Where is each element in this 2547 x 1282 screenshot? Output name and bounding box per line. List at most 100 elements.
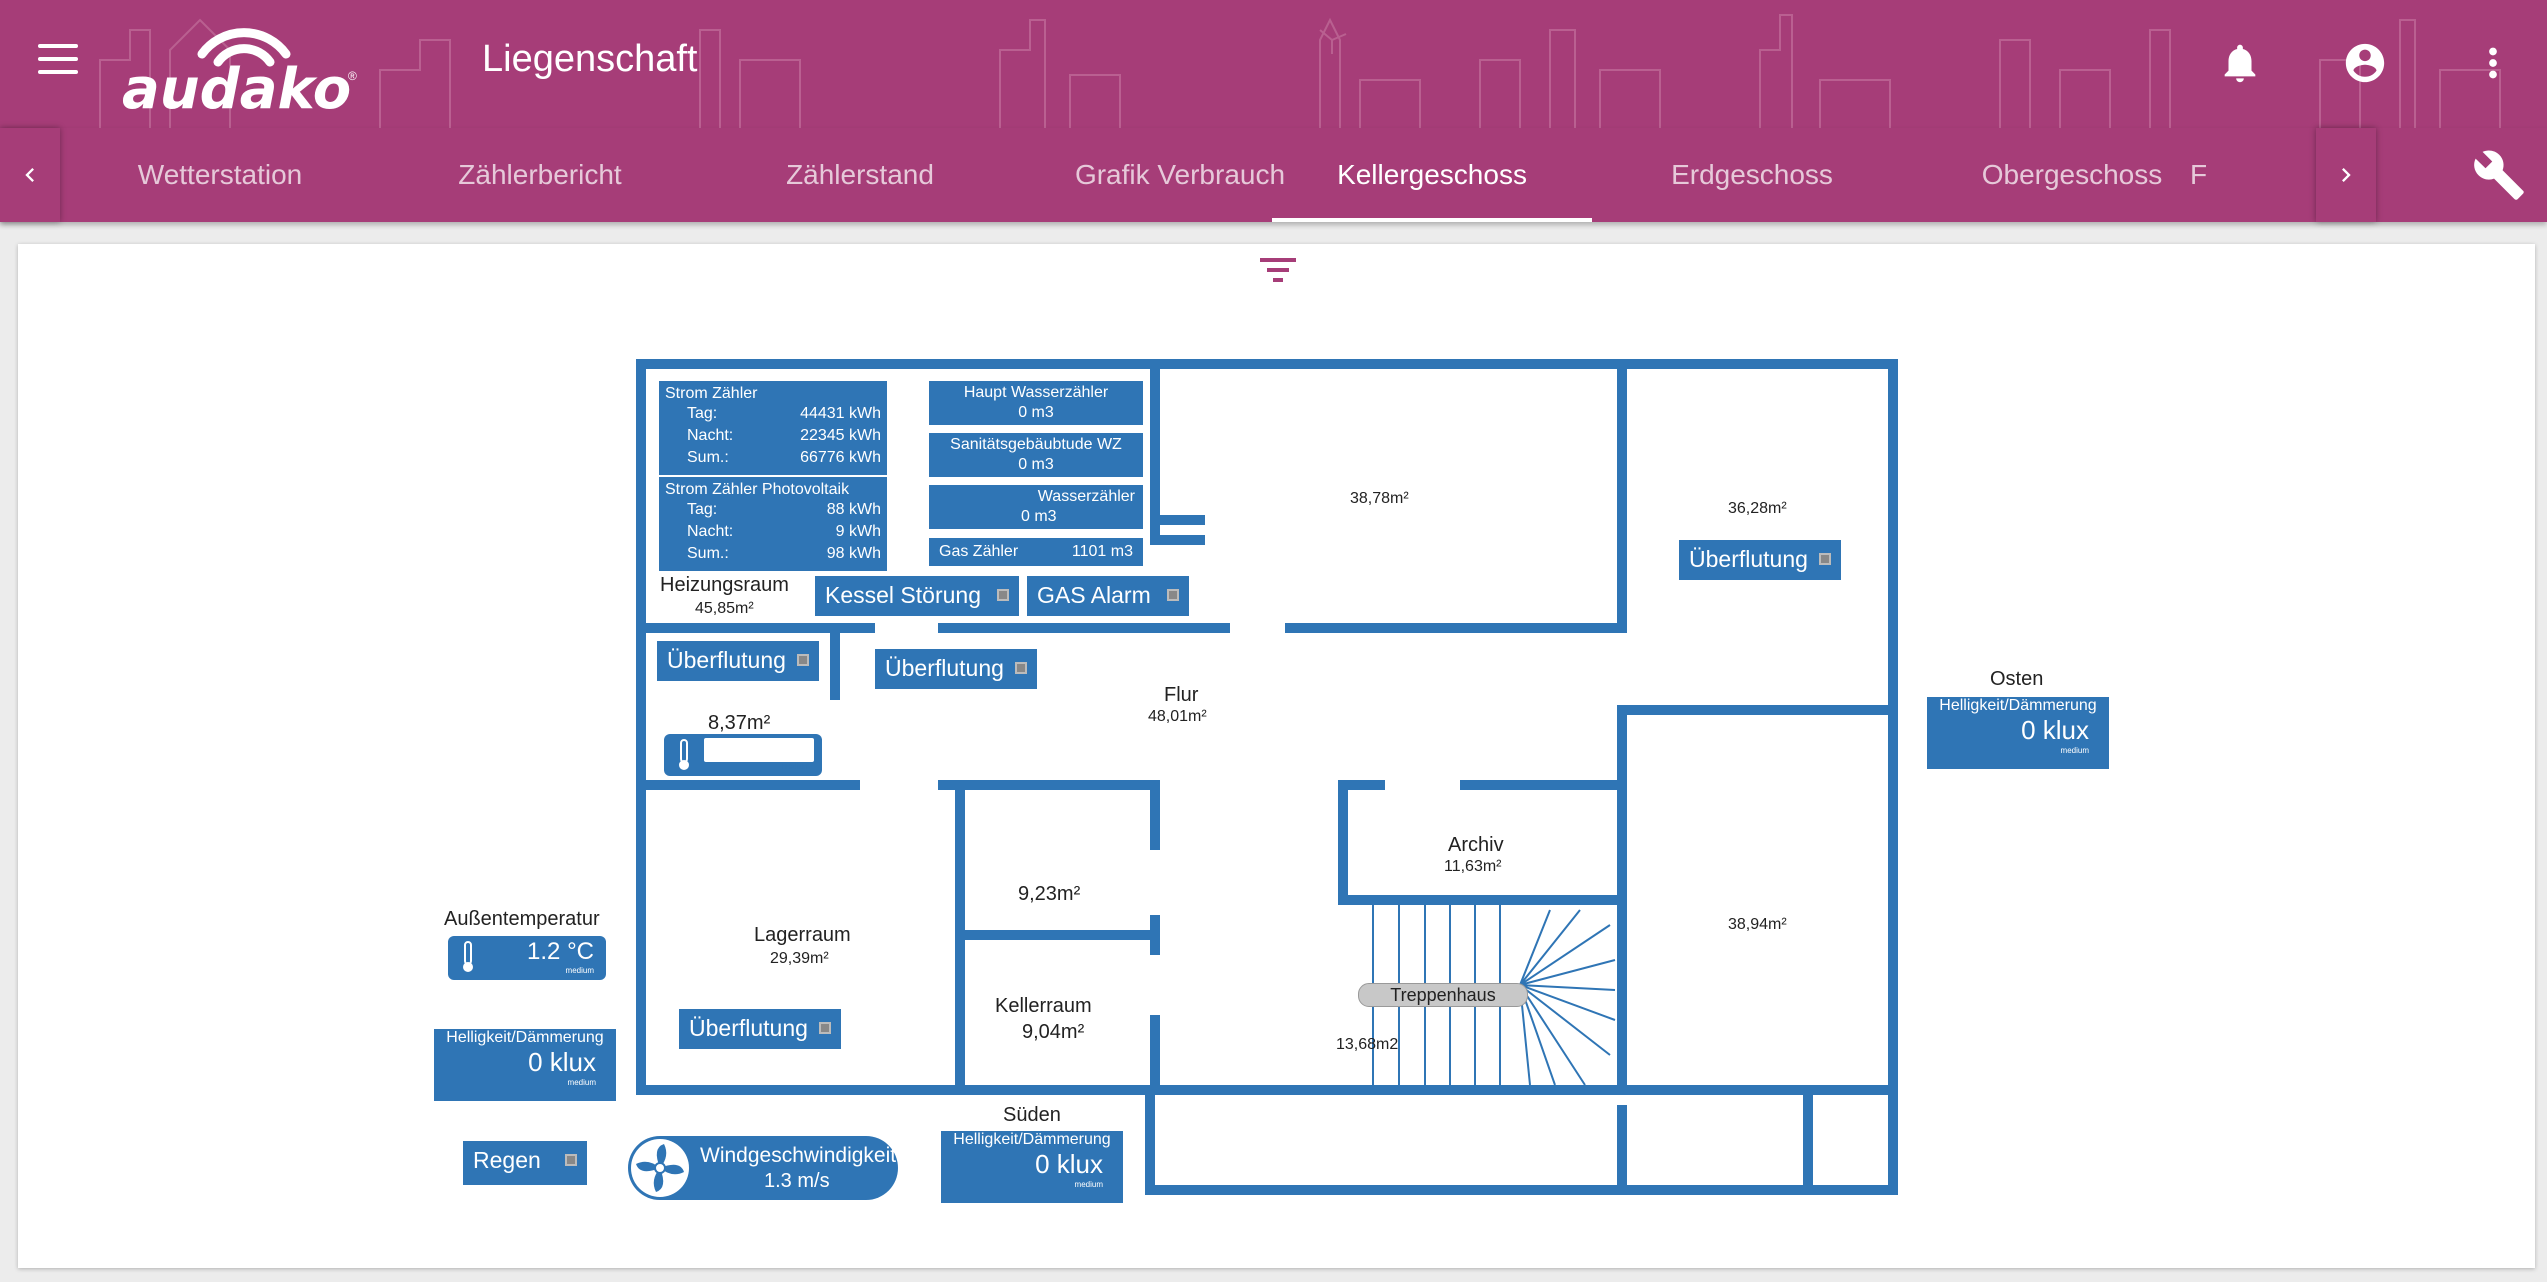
audako-logo: audako ® [122,28,357,116]
sanitaer-title: Sanitätsgebäubtude WZ [950,436,1122,453]
tab-wetterstation[interactable]: Wetterstation [137,159,303,190]
svg-text:audako: audako [122,57,351,116]
gas-alarm-label: GAS Alarm [1037,582,1151,608]
gas-alarm-button[interactable]: GAS Alarm [1026,575,1190,617]
thermometer-icon [463,941,473,972]
haupt-wasser-title: Haupt Wasserzähler [963,384,1109,401]
strom-nacht-value: 22345 kWh [800,427,881,444]
treppenhaus-label[interactable]: Treppenhaus [1358,983,1528,1007]
strom-zaehler-panel[interactable]: Strom Zähler Tag:44431 kWh Nacht:22345 k… [658,380,888,476]
room-flur-name: Flur [1164,684,1199,706]
tab-erdgeschoss[interactable]: Erdgeschoss [1671,159,1833,190]
svg-text:®: ® [348,69,357,83]
room-kellerraum-name: Kellerraum [995,995,1092,1017]
thermometer-icon [679,739,689,770]
gas-value: 1101 m3 [1071,543,1133,560]
more-vert-icon[interactable] [2470,38,2516,88]
room-archiv-name: Archiv [1448,834,1504,856]
menu-icon[interactable] [38,44,78,78]
wasserzaehler-panel[interactable]: Wasserzähler 0 m3 [928,484,1144,530]
aussen-temperatur-widget[interactable]: 1.2 °C medium [448,936,606,980]
pv-tag-value: 88 kWh [826,501,881,518]
wind-label: Windgeschwindigkeit [700,1144,897,1167]
wind-value: 1.3 m/s [764,1170,830,1192]
helligkeit-label: Helligkeit/Dämmerung [1939,697,2097,714]
pv-nacht-label: Nacht: [687,523,734,540]
pv-tag-label: Tag: [687,501,718,518]
tab-more[interactable]: F [2190,159,2208,190]
helligkeit-label: Helligkeit/Dämmerung [953,1131,1111,1148]
flood-label: Überflutung [667,647,786,673]
room-3878-area: 38,78m² [1350,490,1409,507]
helligkeit-value: 0 klux [2021,715,2089,745]
wasser-title: Wasserzähler [1037,488,1135,505]
pv-nacht-value: 9 kWh [835,523,881,540]
flood-label: Überflutung [689,1015,808,1041]
pv-title: Strom Zähler Photovoltaik [665,481,850,498]
room-archiv-area: 11,63m² [1444,858,1502,875]
gas-title: Gas Zähler [939,543,1019,560]
status-indicator-icon [997,589,1009,601]
app-header: audako ® Liegenschaft [0,0,2547,128]
flood-label: Überflutung [1689,546,1808,572]
pv-zaehler-panel[interactable]: Strom Zähler Photovoltaik Tag: 88 kWh Nac… [658,476,888,572]
wind-widget[interactable]: Windgeschwindigkeit 1.3 m/s [628,1136,898,1200]
helligkeit-value: 0 klux [1035,1149,1103,1179]
tabs-list: Wetterstation Zählerbericht Zählerstand … [60,128,2316,222]
helligkeit-west-widget[interactable]: Helligkeit/Dämmerung 0 klux medium [433,1028,617,1102]
tab-obergeschoss[interactable]: Obergeschoss [1981,159,2163,190]
raum-temp-value: 20.1 °C [729,736,810,763]
status-indicator-icon [1015,662,1027,674]
bell-icon[interactable] [2217,38,2263,88]
regen-label: Regen [473,1147,541,1173]
tab-zaehlerstand[interactable]: Zählerstand [786,159,934,190]
status-indicator-icon [819,1022,831,1034]
status-indicator-icon [1167,589,1179,601]
page-title: Liegenschaft [482,38,698,80]
account-circle-icon[interactable] [2342,38,2388,88]
medium-label: medium [567,1078,596,1087]
regen-button[interactable]: Regen [462,1140,588,1186]
helligkeit-osten-widget[interactable]: Helligkeit/Dämmerung 0 klux medium [1926,696,2110,770]
tab-bar: Wetterstation Zählerbericht Zählerstand … [0,128,2547,222]
ueberflutung-button-2[interactable]: Überflutung [874,648,1038,690]
room-923-area: 9,23m² [1018,883,1081,905]
flood-label: Überflutung [885,655,1004,681]
strom-tag-value: 44431 kWh [800,405,881,422]
status-indicator-icon [797,654,809,666]
room-kellerraum-area: 9,04m² [1022,1021,1085,1043]
medium-label: medium [565,966,594,975]
helligkeit-label: Helligkeit/Dämmerung [446,1029,604,1046]
ueberflutung-button-4[interactable]: Überflutung [678,1008,842,1050]
filter-icon[interactable] [1258,256,1298,286]
medium-label: medium [2060,746,2089,755]
wasser-value: 0 m3 [1021,508,1057,525]
sueden-label: Süden [1003,1104,1061,1126]
pv-sum-value: 98 kWh [826,545,881,562]
chevron-right-icon[interactable] [2316,128,2376,222]
wrench-icon[interactable] [2472,148,2526,202]
strom-tag-label: Tag: [687,405,718,422]
ueberflutung-button-1[interactable]: Überflutung [656,640,820,682]
chevron-left-icon[interactable] [0,128,60,222]
helligkeit-sueden-widget[interactable]: Helligkeit/Dämmerung 0 klux medium [940,1130,1124,1204]
pv-sum-label: Sum.: [687,545,729,562]
tab-kellergeschoss[interactable]: Kellergeschoss [1272,128,1592,222]
aussen-temp-value: 1.2 °C [527,938,594,965]
strom-nacht-label: Nacht: [687,427,734,444]
aussentemperatur-label: Außentemperatur [444,908,600,930]
strom-sum-value: 66776 kWh [800,449,881,466]
room-3894-area: 38,94m² [1728,916,1787,933]
sanitaer-wz-panel[interactable]: Sanitätsgebäubtude WZ 0 m3 [928,432,1144,478]
ueberflutung-button-3[interactable]: Überflutung [1678,539,1842,581]
raum-temperatur-widget[interactable]: 20.1 °C medium [664,734,822,776]
tab-grafik-verbrauch[interactable]: Grafik Verbrauch [1074,159,1286,190]
kessel-stoerung-button[interactable]: Kessel Störung [814,575,1020,617]
tab-zaehlerbericht[interactable]: Zählerbericht [458,159,622,190]
fan-icon [631,1139,689,1197]
status-indicator-icon [1819,553,1831,565]
room-heizungsraum-area: 45,85m² [695,600,754,617]
haupt-wasserzaehler-panel[interactable]: Haupt Wasserzähler 0 m3 [928,380,1144,426]
gas-zaehler-panel[interactable]: Gas Zähler 1101 m3 [928,537,1144,567]
